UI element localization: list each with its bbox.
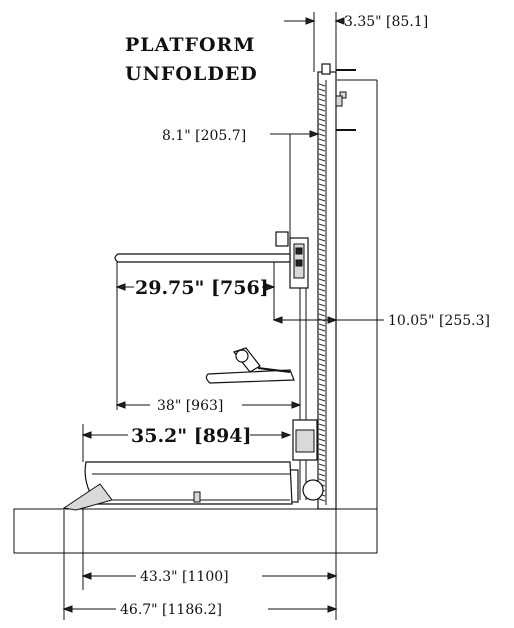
dim-base-length-label: 43.3" [1100] xyxy=(140,569,229,585)
dim-carriage-depth-label: 10.05" [255.3] xyxy=(388,313,490,329)
upper-handrail xyxy=(114,253,291,263)
dim-rail-reach-label: 29.75" [756] xyxy=(135,277,269,299)
dim-base-length: 43.3" [1100] xyxy=(81,509,338,620)
floor-base xyxy=(13,79,378,554)
dim-overall-length-label: 46.7" [1186.2] xyxy=(120,602,222,618)
carriage xyxy=(275,231,324,503)
dim-mast-width-label: 3.35" [85.1] xyxy=(344,14,428,30)
dim-lower-reach-label: 38" [963] xyxy=(157,398,223,414)
mast-column xyxy=(317,63,356,510)
dim-platform-length: 35.2" [894] xyxy=(81,424,292,462)
title-line-2: UNFOLDED xyxy=(125,63,258,85)
dim-upper-offset: 8.1" [205.7] xyxy=(162,128,320,238)
dim-lower-reach: 38" [963] xyxy=(115,398,302,414)
seat-arm xyxy=(205,347,295,384)
dim-overall-length: 46.7" [1186.2] xyxy=(62,510,338,620)
dim-mast-width: 3.35" [85.1] xyxy=(284,12,428,72)
dim-upper-offset-label: 8.1" [205.7] xyxy=(162,128,246,144)
dim-carriage-depth: 10.05" [255.3] xyxy=(272,313,490,329)
dim-rail-reach: 29.75" [756] xyxy=(115,262,276,410)
drive-rack xyxy=(318,83,326,502)
dim-platform-length-label: 35.2" [894] xyxy=(131,425,251,447)
platform-deck xyxy=(62,461,293,511)
title-line-1: PLATFORM xyxy=(125,34,255,56)
